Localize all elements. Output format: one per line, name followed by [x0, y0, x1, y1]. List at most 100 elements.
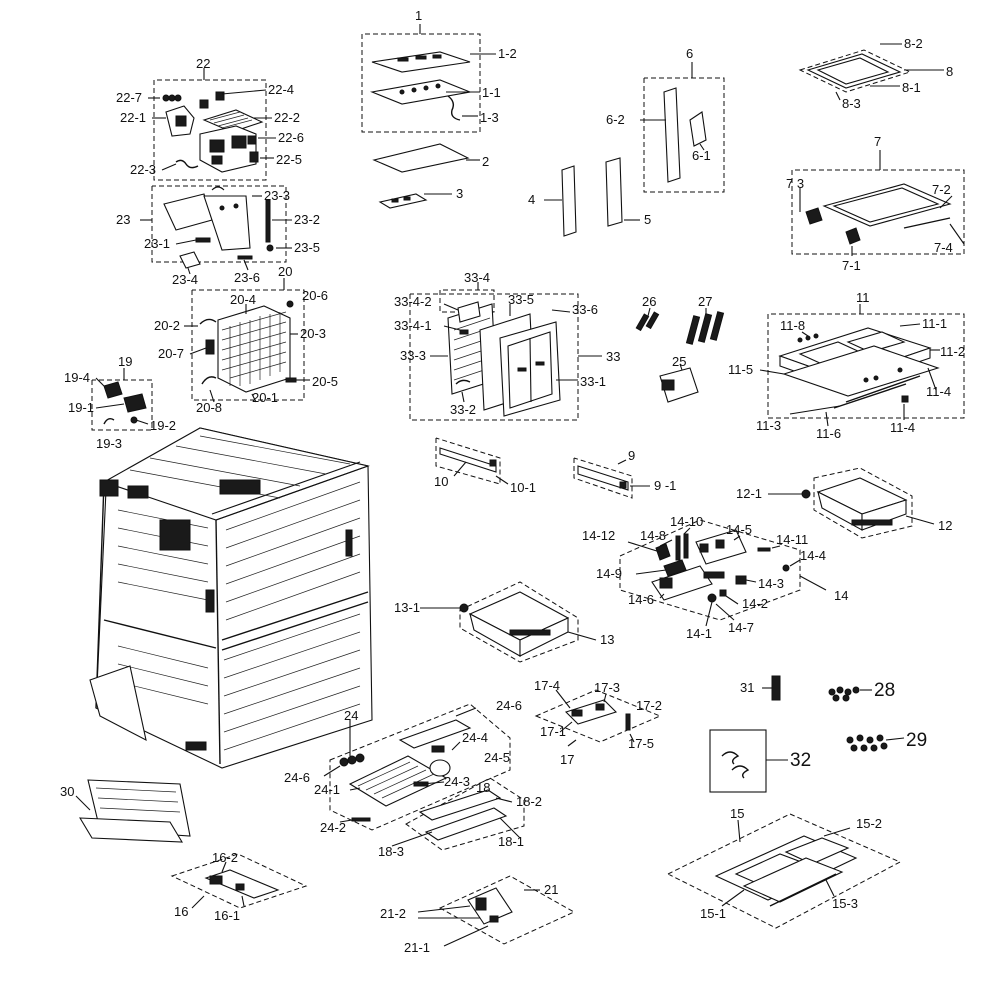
part-14-4	[782, 564, 790, 572]
label-14-7: 14-7	[728, 620, 754, 635]
label-11-6: 11-6	[816, 426, 841, 441]
label-33-6: 33-6	[572, 302, 598, 317]
label-17: 17	[560, 752, 574, 767]
label-33-1: 33-1	[580, 374, 606, 389]
part-14-2	[719, 589, 727, 597]
part-7-4	[903, 217, 951, 229]
part-24-2	[351, 817, 371, 822]
label-5: 5	[644, 212, 651, 227]
label-24-5: 24-5	[484, 750, 510, 765]
part-14-11	[757, 547, 771, 552]
part-group-15	[666, 813, 902, 929]
label-23-4: 23-4	[172, 272, 198, 287]
part-1-3	[447, 95, 461, 121]
part-group-9	[573, 457, 650, 499]
label-11-2: 11-2	[940, 344, 965, 359]
part-20-6	[286, 300, 294, 308]
label-24-6a: 24-6	[496, 698, 522, 713]
label-14-6: 14-6	[628, 592, 654, 607]
label-23-6: 23-6	[234, 270, 260, 285]
part-26-screws	[635, 307, 660, 332]
label-4: 4	[528, 192, 535, 207]
part-24-4	[431, 745, 445, 753]
part-group-13	[420, 581, 597, 663]
label-7-4: 7-4	[934, 240, 953, 255]
part-33-4-2	[457, 301, 481, 323]
label-14-9: 14-9	[596, 566, 622, 581]
label-3: 3	[456, 186, 463, 201]
label-20: 20	[278, 264, 292, 279]
label-16-1: 16-1	[214, 908, 240, 923]
part-11-6	[833, 383, 907, 409]
label-20-7: 20-7	[158, 346, 184, 361]
label-33-4: 33-4	[464, 270, 490, 285]
part-23-6	[237, 255, 253, 260]
label-7: 7	[874, 134, 881, 149]
part-14-1	[707, 593, 717, 603]
part-20-8	[201, 376, 217, 385]
part-22-5	[249, 151, 259, 163]
part-24-5	[429, 759, 451, 777]
label-23-3: 23-3	[264, 188, 290, 203]
part-group-22	[148, 68, 276, 181]
part-5	[605, 157, 623, 227]
part-22-3	[175, 159, 199, 169]
label-17-4: 17-4	[534, 678, 560, 693]
part-23-body	[203, 195, 251, 251]
refrigerator-cabinet	[89, 427, 373, 769]
label-11-1: 11-1	[922, 316, 947, 331]
part-19-1	[123, 393, 147, 413]
label-14-2: 14-2	[742, 596, 768, 611]
label-18-1: 18-1	[498, 834, 524, 849]
label-9: 9	[628, 448, 635, 463]
label-16: 16	[174, 904, 188, 919]
part-1-2	[371, 51, 471, 73]
part-group-10	[435, 437, 509, 485]
label-17-3: 17-3	[594, 680, 620, 695]
label-8-3: 8-3	[842, 96, 861, 111]
part-18-2	[418, 789, 502, 821]
label-22-6: 22-6	[278, 130, 304, 145]
label-23-2: 23-2	[294, 212, 320, 227]
label-14-11: 14-11	[776, 532, 808, 547]
part-20-5	[285, 377, 297, 383]
label-6: 6	[686, 46, 693, 61]
part-18-1	[424, 807, 508, 841]
label-12-1: 12-1	[736, 486, 762, 501]
part-14-9	[663, 559, 687, 577]
part-17-5	[625, 713, 631, 731]
label-1-3: 1-3	[480, 110, 499, 125]
label-15-3: 15-3	[832, 896, 858, 911]
label-19-2: 19-2	[150, 418, 176, 433]
label-24-6b: 24-6	[284, 770, 310, 785]
part-23-4	[179, 251, 201, 269]
label-14-12: 14-12	[582, 528, 615, 543]
label-28: 28	[874, 680, 895, 701]
label-32: 32	[790, 750, 811, 771]
label-13: 13	[600, 632, 614, 647]
part-14-8	[655, 543, 671, 561]
label-17-1: 17-1	[540, 724, 566, 739]
part-group-12	[768, 467, 935, 539]
label-14-10: 14-10	[670, 514, 703, 529]
label-14: 14	[834, 588, 848, 603]
label-11-4b: 11-4	[890, 420, 915, 435]
part-33-4-1	[459, 329, 469, 335]
label-27: 27	[698, 294, 712, 309]
label-8: 8	[946, 64, 953, 79]
label-21-1: 21-1	[404, 940, 430, 955]
label-9-1: 9 -1	[654, 478, 676, 493]
part-group-1	[361, 24, 496, 133]
part-19-3	[103, 417, 115, 425]
part-group-7	[791, 150, 965, 256]
label-10-1: 10-1	[510, 480, 536, 495]
part-6-2	[663, 87, 681, 183]
part-19-4	[103, 381, 123, 399]
label-33-3: 33-3	[400, 348, 426, 363]
label-7-1: 7-1	[842, 258, 861, 273]
label-31: 31	[740, 680, 754, 695]
part-22-6	[247, 135, 257, 145]
part-group-24	[323, 703, 511, 831]
label-33-2: 33-2	[450, 402, 476, 417]
label-14-1: 14-1	[686, 626, 712, 641]
